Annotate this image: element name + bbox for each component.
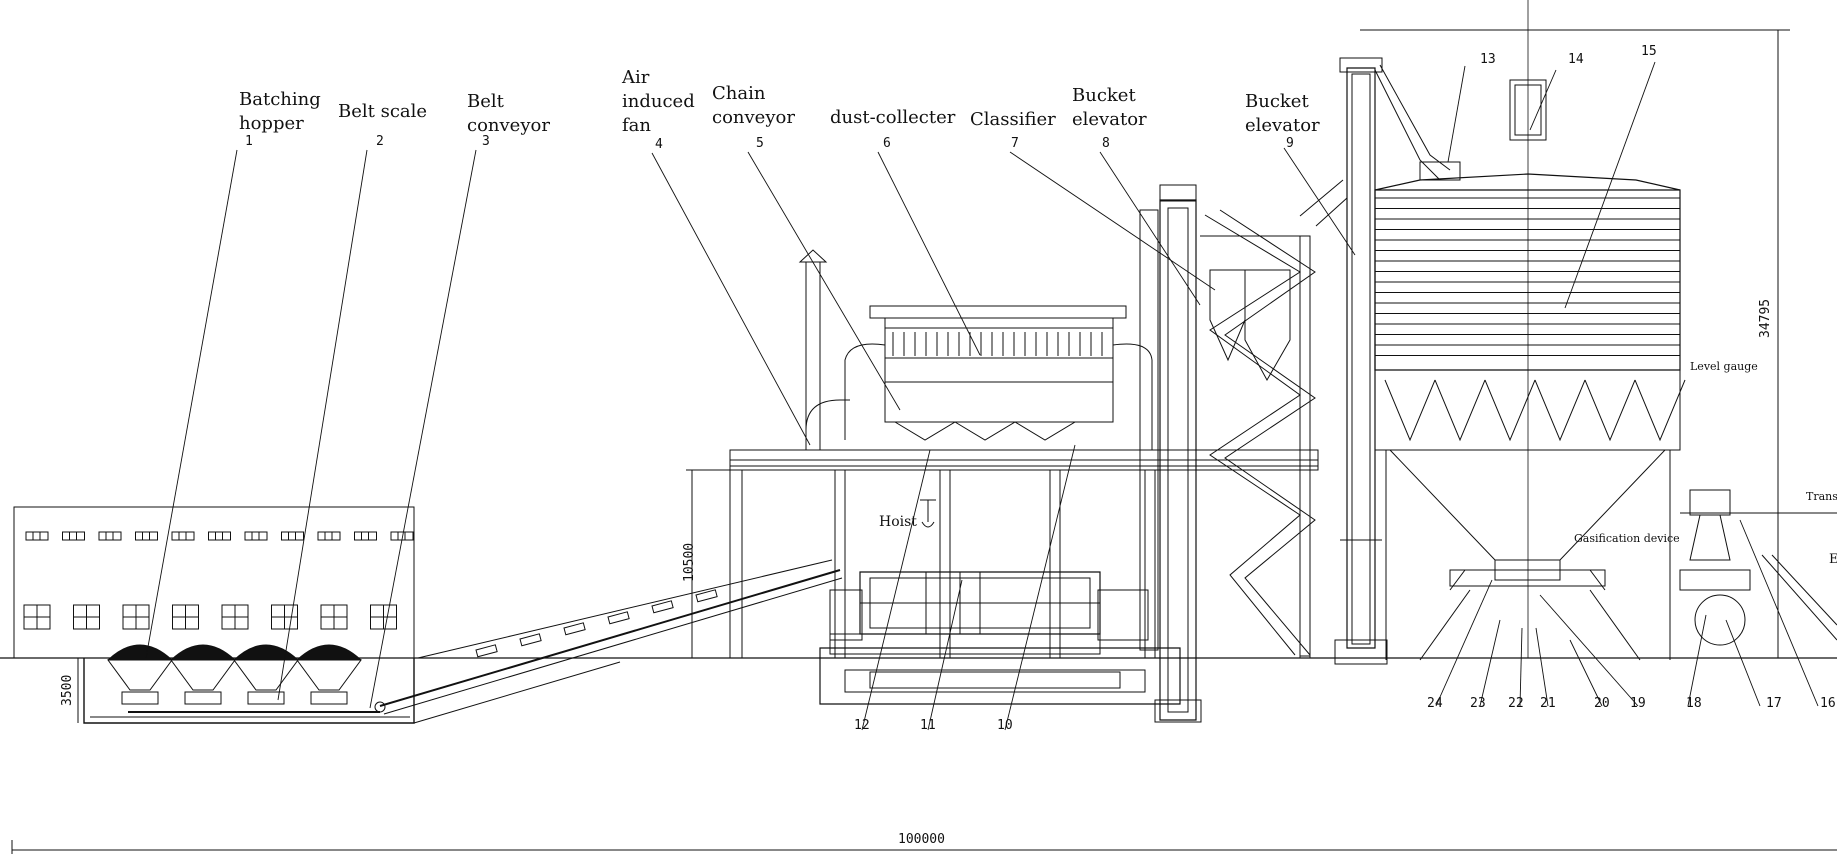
label-belt-conveyor: Belt (467, 91, 504, 112)
callout-9: 9 (1286, 136, 1294, 151)
label-batching-hopper-2: hopper (239, 113, 304, 134)
overall-dimension (12, 840, 1837, 854)
callout-5: 5 (756, 136, 764, 151)
label-transit: Transit (1806, 490, 1837, 503)
callout-22: 22 (1508, 696, 1524, 711)
steel-platform (686, 450, 1318, 658)
label-e: E (1829, 552, 1837, 567)
dimension-pit-depth: 3500 (60, 674, 75, 706)
label-belt-scale: Belt scale (338, 101, 428, 122)
hoist-icon (920, 500, 936, 527)
ball-mill (820, 572, 1180, 704)
callout-3: 3 (482, 134, 490, 149)
zigzag-conveyor (1205, 210, 1315, 655)
callout-21: 21 (1540, 696, 1556, 711)
callout-23: 23 (1470, 696, 1486, 711)
label-air-induced-fan-3: fan (622, 115, 651, 136)
dimension-platform-height: 10500 (682, 542, 697, 582)
callout-13: 13 (1480, 52, 1496, 67)
callout-18: 18 (1686, 696, 1702, 711)
callout-6: 6 (883, 136, 891, 151)
callout-4: 4 (655, 137, 663, 152)
label-air-induced-fan: Air (622, 67, 650, 88)
label-gasification-device: Gasification device (1574, 532, 1680, 545)
leader-lines (146, 62, 1818, 730)
label-batching-hopper: Batching (239, 89, 321, 110)
inclined-conveyor-9 (1300, 180, 1347, 226)
label-bucket-elevator-9: Bucket (1245, 91, 1309, 112)
bucket-elevator-9 (1335, 58, 1450, 664)
callout-12: 12 (854, 718, 870, 733)
callout-1: 1 (245, 134, 253, 149)
label-hoist: Hoist (879, 514, 917, 530)
callout-17: 17 (1766, 696, 1782, 711)
storage-silo (1375, 0, 1685, 660)
label-level-gauge: Level gauge (1690, 360, 1758, 373)
batching-pit (84, 645, 414, 723)
callout-11: 11 (920, 718, 936, 733)
callout-10: 10 (997, 718, 1013, 733)
callout-8: 8 (1102, 136, 1110, 151)
silo-height-dimension (1360, 30, 1790, 658)
callout-15: 15 (1641, 44, 1657, 59)
callout-16: 16 (1820, 696, 1836, 711)
callout-20: 20 (1594, 696, 1610, 711)
label-chain-conveyor-2: conveyor (712, 107, 795, 128)
callout-7: 7 (1011, 136, 1019, 151)
callout-2: 2 (376, 134, 384, 149)
dust-collector (845, 306, 1152, 450)
label-belt-conveyor-2: conveyor (467, 115, 550, 136)
dimension-silo-height: 34795 (1758, 298, 1773, 338)
label-chain-conveyor: Chain (712, 83, 766, 104)
callout-14: 14 (1568, 52, 1584, 67)
label-dust-collecter: dust-collecter (830, 107, 956, 128)
label-bucket-elevator-9-2: elevator (1245, 115, 1320, 136)
classifier (1140, 210, 1310, 656)
label-air-induced-fan-2: induced (622, 91, 695, 112)
label-bucket-elevator-8-2: elevator (1072, 109, 1147, 130)
bulk-tanker-loading (1680, 490, 1837, 646)
label-classifier: Classifier (970, 109, 1056, 130)
label-bucket-elevator-8: Bucket (1072, 85, 1136, 106)
exhaust-stack (800, 250, 850, 450)
warehouse-building (14, 507, 414, 658)
dimension-total-length: 100000 (898, 832, 945, 847)
belt-conveyor-incline (380, 560, 842, 723)
bucket-elevator-8 (1155, 185, 1201, 722)
callout-19: 19 (1630, 696, 1646, 711)
callout-24: 24 (1427, 696, 1443, 711)
